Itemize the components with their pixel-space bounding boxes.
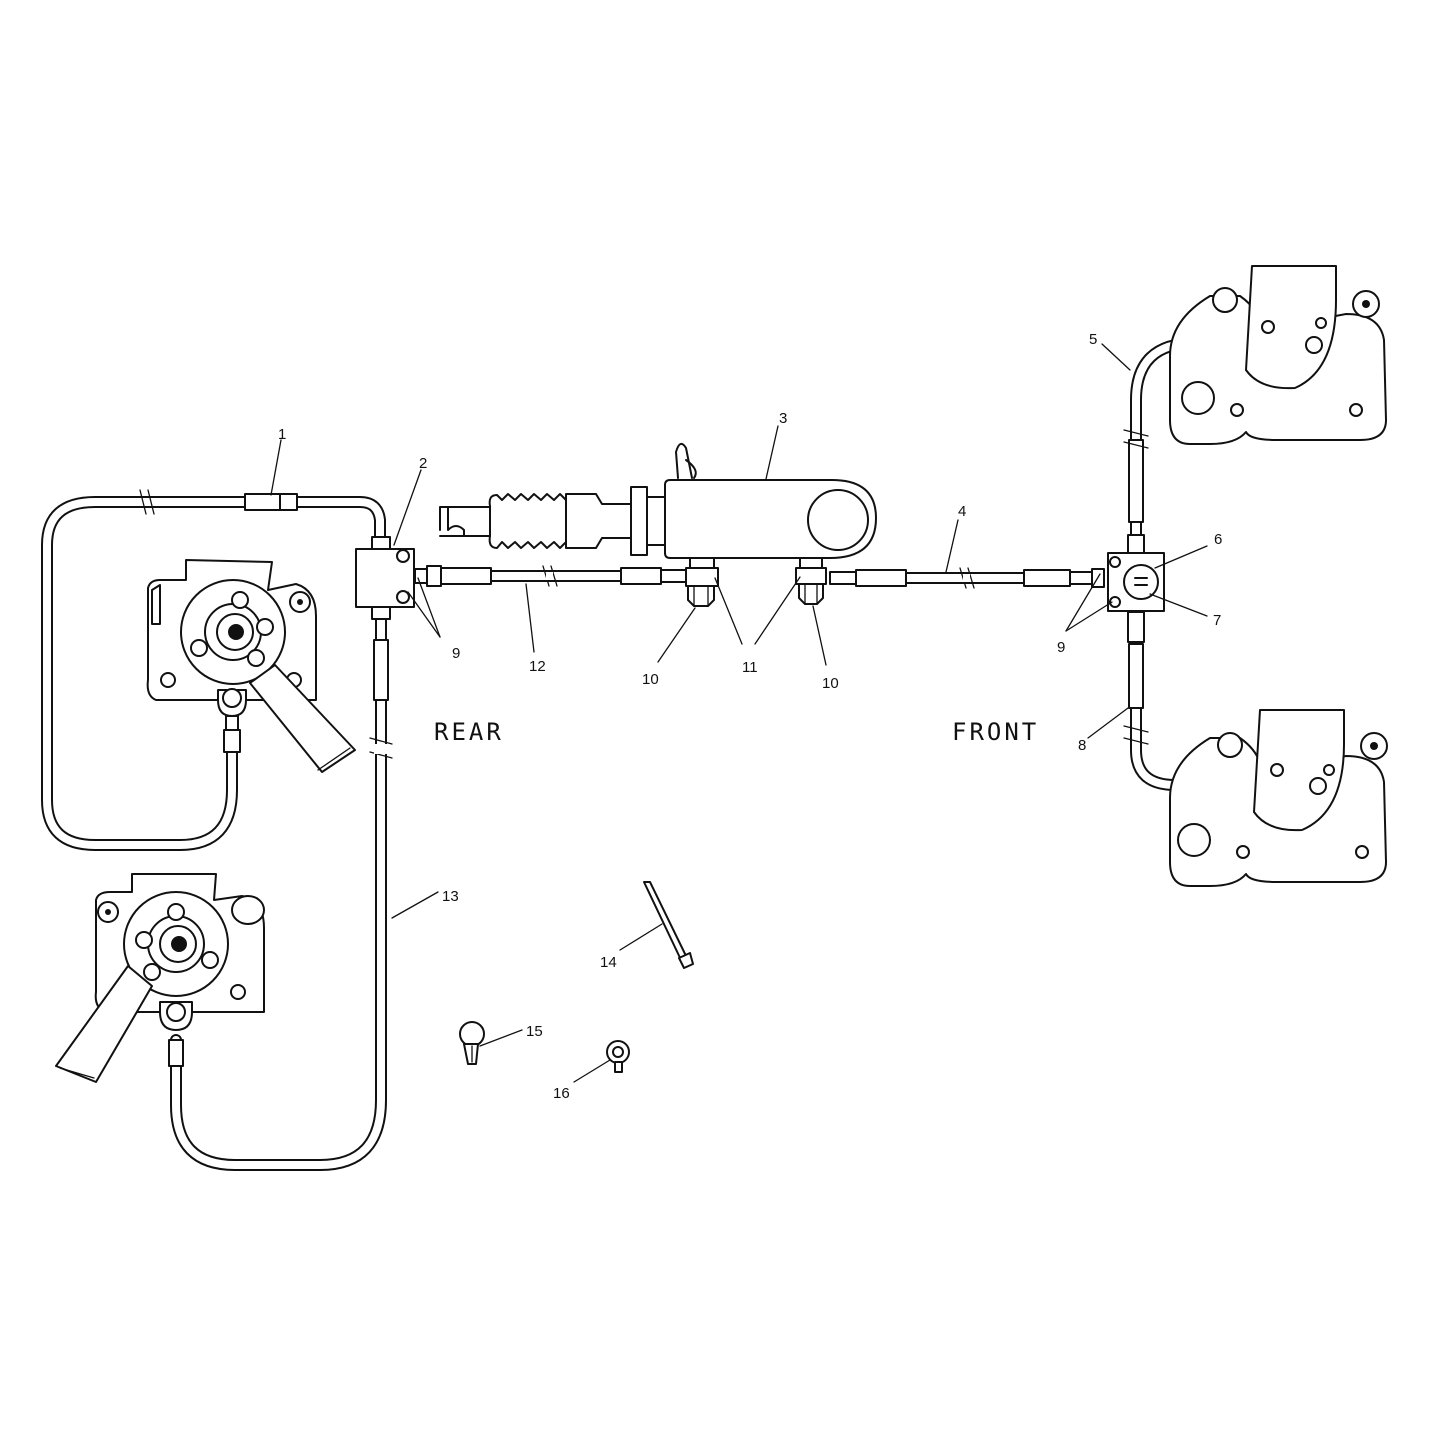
callout-16: 16 — [553, 1085, 570, 1102]
callout-6: 6 — [1214, 531, 1222, 548]
hose-clip — [459, 1021, 485, 1065]
brake-line-front — [829, 567, 1105, 589]
master-cylinder — [439, 442, 877, 607]
break-mark — [369, 737, 393, 759]
callout-11: 11 — [742, 659, 758, 676]
callout-10-rear: 10 — [642, 671, 659, 688]
callout-13: 13 — [442, 888, 459, 905]
callout-15: 15 — [526, 1023, 543, 1040]
brake-pad-tab — [249, 664, 356, 773]
callout-10-front: 10 — [822, 675, 839, 692]
brake-light-switch — [1123, 564, 1159, 600]
brake-pad-tab — [55, 965, 153, 1083]
reservoir-cap — [807, 489, 869, 551]
callout-14: 14 — [600, 954, 617, 971]
hose-fitting — [1128, 439, 1144, 523]
callout-5: 5 — [1089, 331, 1097, 348]
banjo-bolt — [687, 585, 715, 607]
section-label-front: FRONT — [952, 718, 1039, 746]
break-mark — [1123, 725, 1149, 745]
rear-caliper-upper — [146, 559, 356, 773]
callout-9-front: 9 — [1057, 639, 1065, 656]
callout-2: 2 — [419, 455, 427, 472]
brake-hose-rear-lower — [168, 604, 393, 1171]
callout-9-rear: 9 — [452, 645, 460, 662]
front-junction-block — [1107, 552, 1165, 612]
banjo-bolt — [798, 583, 824, 605]
hose-fitting — [168, 1039, 184, 1067]
callout-1: 1 — [278, 426, 286, 443]
break-mark — [139, 489, 155, 515]
brake-line-rear — [414, 565, 688, 587]
rear-caliper-lower — [55, 873, 265, 1083]
brake-hose-rear-upper — [41, 489, 386, 851]
break-mark — [1123, 429, 1149, 449]
callout-4: 4 — [958, 503, 966, 520]
rubber-boot — [488, 493, 567, 549]
callout-7: 7 — [1213, 612, 1221, 629]
callout-3: 3 — [779, 410, 787, 427]
rear-junction-block — [355, 536, 415, 620]
callout-12: 12 — [529, 658, 546, 675]
callout-8: 8 — [1078, 737, 1086, 754]
hose-fitting — [1128, 643, 1144, 709]
front-caliper-upper — [1169, 265, 1387, 445]
hose-fitting — [373, 639, 389, 701]
cotter-pin — [643, 881, 694, 969]
front-caliper-lower — [1169, 709, 1388, 887]
cable-clamp — [606, 1040, 630, 1073]
section-label-rear: REAR — [434, 718, 504, 746]
leader-lines — [270, 343, 1208, 1083]
hose-fitting — [244, 493, 298, 511]
